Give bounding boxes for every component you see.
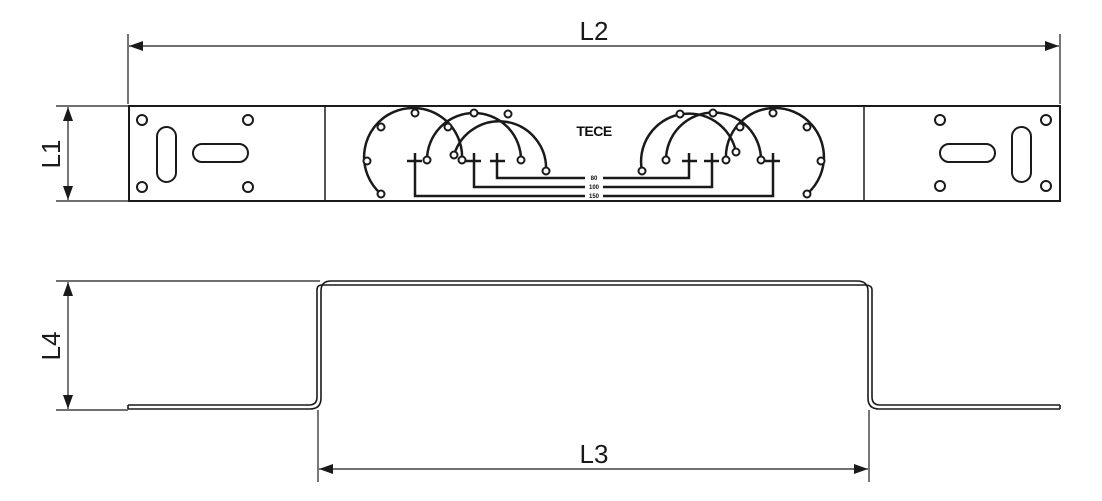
dimension-l1: L1 bbox=[36, 105, 128, 202]
spacing-label-100: 100 bbox=[589, 185, 600, 191]
vertical-slot bbox=[1011, 126, 1032, 183]
dimension-label-l3: L3 bbox=[580, 439, 609, 469]
tece-logo: TECE bbox=[576, 123, 612, 139]
dimension-l2: L2 bbox=[127, 16, 1061, 104]
side-view-profile bbox=[127, 280, 1061, 410]
horizontal-slot bbox=[939, 143, 996, 163]
right-arc-holes bbox=[637, 108, 826, 199]
top-view-plate bbox=[128, 105, 1061, 202]
horizontal-slot bbox=[192, 143, 249, 163]
dimension-label-l1: L1 bbox=[36, 140, 66, 169]
dimension-l4: L4 bbox=[36, 280, 320, 411]
spacing-label-150: 150 bbox=[589, 194, 600, 200]
left-mounting-holes bbox=[136, 114, 254, 193]
dimension-label-l4: L4 bbox=[36, 332, 66, 361]
dimension-label-l2: L2 bbox=[580, 16, 609, 46]
vertical-slot bbox=[156, 126, 177, 183]
left-arc-holes bbox=[362, 108, 551, 199]
spacing-label-80: 80 bbox=[591, 176, 598, 182]
dimension-l3: L3 bbox=[317, 410, 870, 482]
spacing-markers bbox=[407, 153, 780, 198]
right-mounting-holes bbox=[934, 114, 1052, 192]
